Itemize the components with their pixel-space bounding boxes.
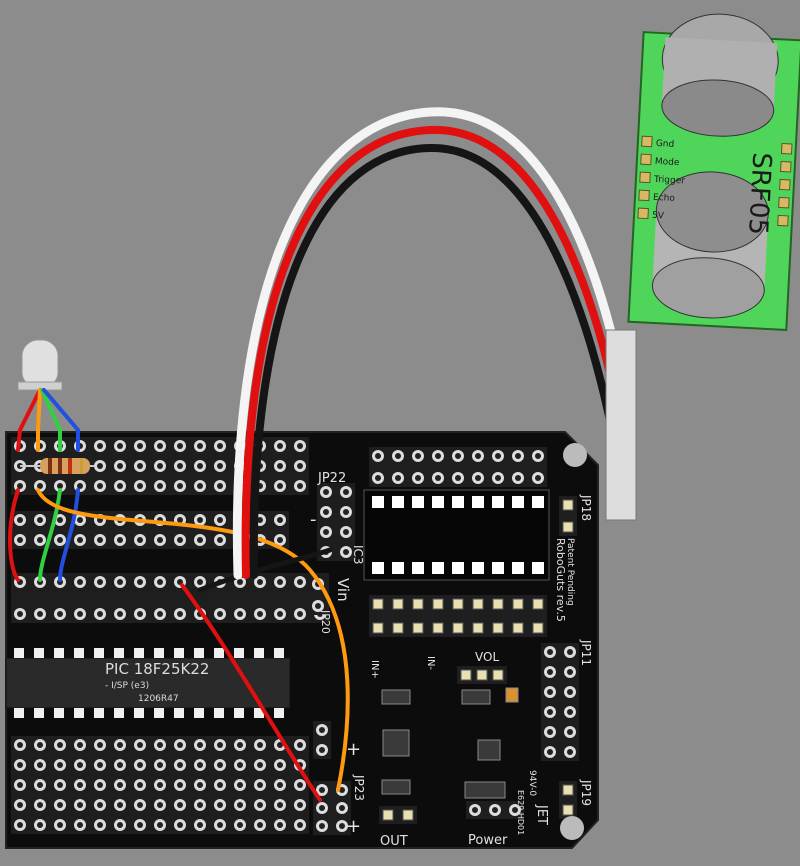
label-code: E629 HD01 [516, 790, 525, 835]
label-jp19: JP19 [579, 779, 593, 806]
sensor-name: SRF05 [742, 152, 776, 236]
wire-black-sensor [249, 143, 618, 579]
label-cert: 94V-0 [527, 770, 537, 796]
connector-housing [605, 329, 637, 521]
wire-green-led [40, 388, 62, 452]
wire-orange [36, 488, 350, 792]
smd-components [381, 687, 519, 799]
ic3-socket-pads [372, 496, 544, 574]
wire-green [38, 488, 62, 582]
label-vin: Vin [334, 578, 352, 602]
label-in-plus: IN+ [369, 660, 380, 679]
label-minus: - [310, 509, 317, 530]
wire-red-led [16, 388, 42, 452]
label-roboguts: RoboGuts rev.5 [554, 538, 567, 622]
wire-blue-led [42, 388, 80, 452]
rgb-led [17, 339, 63, 391]
label-in-minus: IN- [425, 656, 436, 670]
wire-orange-led [36, 388, 42, 452]
wire-red [8, 488, 20, 582]
mounting-hole [563, 443, 587, 467]
sensor-pin-label: 5V [652, 211, 665, 222]
wire-black-short [197, 547, 333, 593]
sensor-pin-label: Gnd [656, 139, 675, 150]
label-jp23: JP23 [352, 774, 366, 801]
chip-name: PIC 18F25K22 [105, 660, 209, 678]
mounting-hole [560, 816, 584, 840]
chip-line3: 1206R47 [138, 694, 179, 704]
label-power: Power [468, 833, 508, 848]
label-maker: JET [534, 804, 549, 825]
sensor-pin-label: Echo [653, 193, 676, 204]
chip-line2: - I/SP (e3) [105, 681, 149, 691]
label-jp22: JP22 [317, 471, 346, 486]
sensor-pin-label: Mode [655, 157, 680, 168]
sensor-pin-label: Trigger [653, 175, 686, 187]
pic-chip: PIC 18F25K22 - I/SP (e3) 1206R47 [5, 648, 291, 718]
label-out: OUT [380, 834, 408, 849]
silkscreen: JP22 IC3 Vin JP20 JP18 Patent Pending Ro… [310, 471, 593, 849]
label-jp11: JP11 [579, 639, 593, 666]
label-jp20: JP20 [319, 609, 332, 634]
wire-white [232, 107, 635, 580]
wire-red-sensor [241, 125, 626, 579]
label-vol: VOL [475, 650, 499, 664]
resistor [20, 458, 95, 474]
label-plus: + [346, 739, 361, 760]
jumper-wires [8, 107, 637, 802]
wire-red-long [180, 583, 322, 802]
wire-blue [58, 488, 80, 582]
label-ic3: IC3 [351, 545, 365, 565]
label-patent: Patent Pending [565, 538, 575, 606]
jp11-header [541, 643, 579, 761]
label-plus-2: + [346, 816, 361, 837]
label-jp18: JP18 [579, 494, 593, 521]
